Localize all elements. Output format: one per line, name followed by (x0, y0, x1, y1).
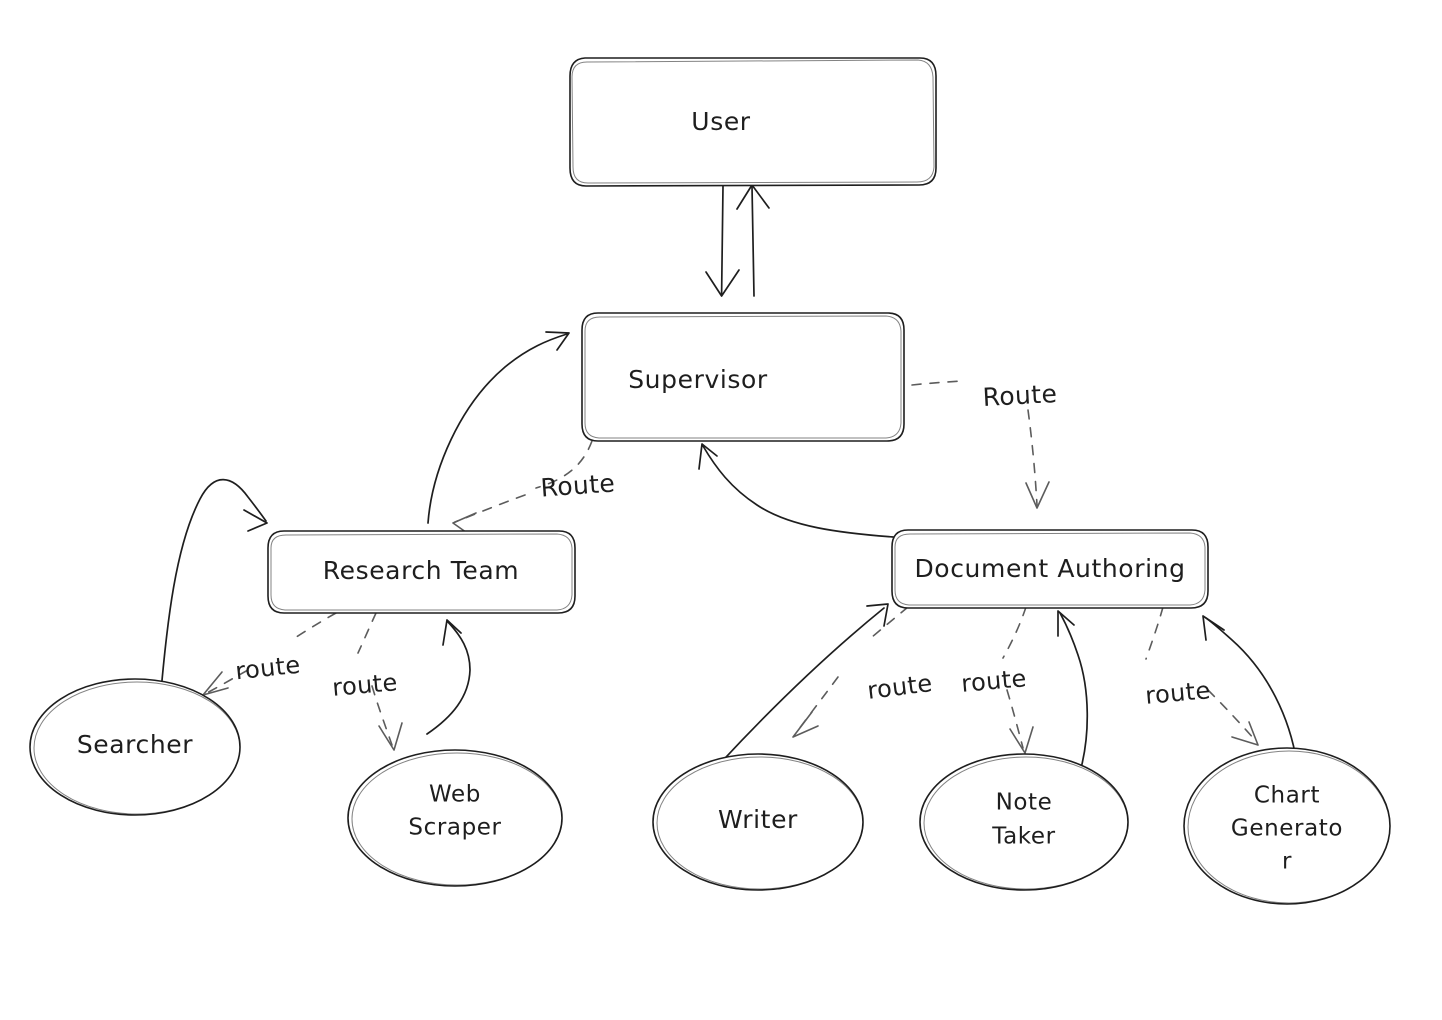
edge-supervisor-to-document-authoring[interactable] (911, 380, 1050, 509)
node-user[interactable]: User (569, 57, 937, 187)
node-note-taker-label-line1: Note (996, 790, 1053, 816)
node-research-team-label: Research Team (323, 556, 520, 585)
edge-user-to-supervisor[interactable] (705, 185, 740, 297)
node-chart-generator-label-line2: Generato (1231, 816, 1343, 842)
node-web-scraper[interactable]: Web Scraper (347, 749, 563, 887)
node-chart-generator-label-line1: Chart (1254, 783, 1320, 809)
edge-layer (159, 184, 1298, 773)
edge-document-authoring-to-writer[interactable] (792, 606, 909, 738)
node-writer[interactable]: Writer (652, 753, 864, 891)
node-searcher[interactable]: Searcher (29, 678, 241, 816)
node-chart-generator[interactable]: Chart Generato r (1183, 747, 1391, 905)
node-supervisor[interactable]: Supervisor (581, 312, 905, 442)
node-note-taker[interactable]: Note Taker (919, 753, 1129, 891)
edge-document-authoring-to-chart-generator[interactable] (1145, 606, 1259, 746)
node-writer-label: Writer (718, 805, 798, 834)
edge-label-supervisor-document-authoring: Route (982, 379, 1058, 412)
node-web-scraper-label-line1: Web (429, 782, 481, 808)
edge-label-document-authoring-chart-generator: route (1144, 676, 1212, 710)
edge-web-scraper-to-research-team[interactable] (426, 619, 471, 735)
node-user-label: User (691, 107, 751, 136)
edge-label-document-authoring-note-taker: route (960, 664, 1028, 698)
edge-searcher-to-research-team[interactable] (159, 478, 268, 704)
edge-document-authoring-to-supervisor[interactable] (698, 443, 894, 538)
node-layer: User Supervisor Research Team Document A… (29, 57, 1391, 905)
node-document-authoring-label: Document Authoring (914, 554, 1185, 583)
edge-document-authoring-to-note-taker[interactable] (1002, 606, 1034, 754)
node-document-authoring[interactable]: Document Authoring (891, 529, 1209, 609)
edge-label-research-team-searcher: route (234, 651, 302, 686)
node-note-taker-label-line2: Taker (991, 824, 1055, 850)
node-chart-generator-label-line3: r (1282, 849, 1292, 875)
edge-label-research-team-web-scraper: route (331, 668, 399, 702)
edge-research-team-to-web-scraper[interactable] (357, 612, 403, 751)
edge-writer-to-document-authoring[interactable] (713, 603, 889, 771)
edge-research-team-to-supervisor[interactable] (427, 331, 570, 524)
edge-supervisor-to-user[interactable] (736, 184, 770, 297)
edge-chart-generator-to-document-authoring[interactable] (1202, 615, 1298, 765)
node-research-team[interactable]: Research Team (267, 530, 576, 614)
edge-label-supervisor-research-team: Route (540, 468, 616, 502)
node-supervisor-label: Supervisor (628, 365, 768, 394)
edge-label-layer: Route Route route route route route rout… (234, 379, 1212, 710)
edge-note-taker-to-document-authoring[interactable] (1057, 610, 1089, 773)
node-searcher-label: Searcher (77, 730, 193, 759)
edge-research-team-to-searcher[interactable] (202, 612, 337, 696)
node-web-scraper-label-line2: Scraper (408, 815, 501, 841)
edge-label-document-authoring-writer: route (866, 669, 934, 705)
